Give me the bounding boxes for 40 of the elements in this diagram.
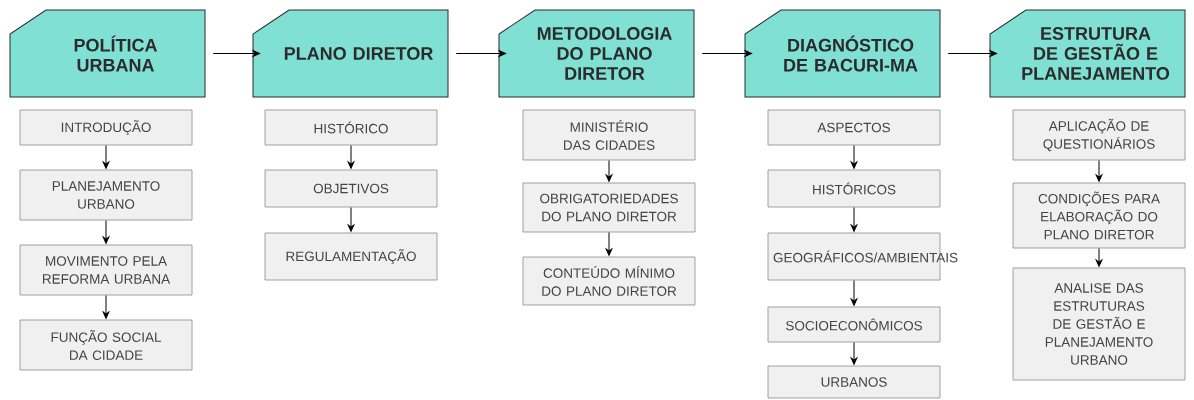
process-box: PLANEJAMENTO URBANO [19,169,193,221]
process-box: MOVIMENTO PELA REFORMA URBANA [19,244,193,296]
process-box: APLICAÇÃO DE QUESTIONÁRIOS [1012,109,1186,161]
process-box: INTRODUÇÃO [19,109,193,146]
arrow [102,219,110,244]
arrow [212,50,261,57]
arrow [947,50,998,57]
arrow [1095,159,1103,182]
arrow [347,206,355,232]
arrow [850,279,858,306]
process-box: ANALISE DAS ESTRUTURAS DE GESTÃO E PLANEJAMENTO URBANO [1012,267,1186,381]
arrow [102,144,110,169]
process-box: MINISTÉRIO DAS CIDADES [522,109,696,161]
arrow [605,231,613,256]
arrow [1095,247,1103,267]
process-box: GEOGRÁFICOS/AMBIENTAIS [767,232,958,281]
process-box: URBANOS [767,365,941,399]
arrow [850,341,858,365]
arrow [701,50,753,57]
arrow [347,144,355,169]
arrow [850,144,858,169]
header-box: ESTRUTURA DE GESTÃO E PLANEJAMENTO [989,9,1186,98]
header-box: METODOLOGIA DO PLANO DIRETOR [498,9,695,98]
process-box: OBJETIVOS [264,169,438,208]
process-box: ASPECTOS [767,109,941,146]
process-box: REGULAMENTAÇÃO [264,232,438,281]
header-box: POLÍTICA URBANA [9,9,206,98]
process-box: CONDIÇÕES PARA ELABORAÇÃO DO PLANO DIRETOR [1012,182,1186,249]
process-box: SOCIOECONÔMICOS [767,306,941,343]
process-box: FUNÇÃO SOCIAL DA CIDADE [19,319,193,371]
process-box: CONTEÚDO MÍNIMO DO PLANO DIRETOR [522,256,696,306]
process-box: HISTÓRICOS [767,169,941,208]
process-box: HISTÓRICO [264,109,438,146]
arrow [102,294,110,319]
arrow [605,159,613,182]
process-box: OBRIGATORIEDADES DO PLANO DIRETOR [522,182,696,233]
arrow [850,206,858,232]
arrow [455,50,507,57]
header-box: DIAGNÓSTICO DE BACURI-MA [744,9,941,98]
header-box: PLANO DIRETOR [252,9,449,98]
